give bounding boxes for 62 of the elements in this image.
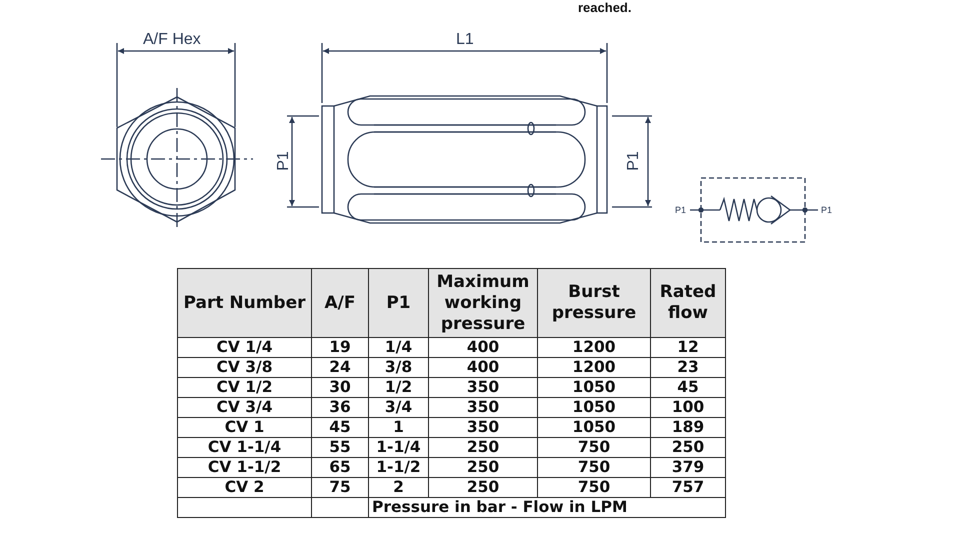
table-cell: 757 <box>650 478 726 498</box>
dimension-label: A/F Hex <box>143 32 201 48</box>
table-cell: CV 1-1/2 <box>178 458 312 478</box>
table-cell: 750 <box>538 458 650 478</box>
table-cell: 65 <box>312 458 368 478</box>
table-cell: 379 <box>650 458 726 478</box>
table-cell: 350 <box>428 398 538 418</box>
table-note-cell: Pressure in bar - Flow in LPM <box>368 498 726 518</box>
table-cell: 1200 <box>538 338 650 358</box>
table-cell: 75 <box>312 478 368 498</box>
table-cell: 45 <box>312 418 368 438</box>
table-cell: 2 <box>368 478 428 498</box>
table-cell: 250 <box>428 478 538 498</box>
table-cell: 24 <box>312 358 368 378</box>
table-cell: 250 <box>428 458 538 478</box>
table-cell: CV 1/4 <box>178 338 312 358</box>
table-cell: 750 <box>538 438 650 458</box>
table-cell: CV 3/8 <box>178 358 312 378</box>
table-cell: 350 <box>428 418 538 438</box>
table-cell: 750 <box>538 478 650 498</box>
table-cell: 250 <box>650 438 726 458</box>
table-cell: 3/8 <box>368 358 428 378</box>
note-text: reached. <box>578 1 632 14</box>
table-cell: 1200 <box>538 358 650 378</box>
table-cell: 1-1/4 <box>368 438 428 458</box>
dimension-label: L1 <box>456 32 474 48</box>
table-cell: 36 <box>312 398 368 418</box>
table-cell: 400 <box>428 338 538 358</box>
table-cell: CV 3/4 <box>178 398 312 418</box>
table-header-cell: Part Number <box>178 268 312 338</box>
table-cell: 1/4 <box>368 338 428 358</box>
table-cell: 55 <box>312 438 368 458</box>
table-cell: 45 <box>650 378 726 398</box>
table-cell: 250 <box>428 438 538 458</box>
table-cell: 23 <box>650 358 726 378</box>
table-header-cell: Rated flow <box>650 268 726 338</box>
table-cell: 1-1/2 <box>368 458 428 478</box>
table-header-cell: P1 <box>368 268 428 338</box>
dimension-label: P1 <box>626 151 642 171</box>
port-label: P1 <box>821 206 832 215</box>
table-cell: 1050 <box>538 398 650 418</box>
dimension-label: P1 <box>276 151 292 171</box>
table-cell: 19 <box>312 338 368 358</box>
table-header-cell: A/F <box>312 268 368 338</box>
table-cell: CV 1-1/4 <box>178 438 312 458</box>
table-cell: 350 <box>428 378 538 398</box>
table-cell: 3/4 <box>368 398 428 418</box>
table-cell: CV 2 <box>178 478 312 498</box>
table-cell: 1/2 <box>368 378 428 398</box>
table-cell: 12 <box>650 338 726 358</box>
table-cell: 1050 <box>538 418 650 438</box>
table-cell: CV 1/2 <box>178 378 312 398</box>
table-cell: 189 <box>650 418 726 438</box>
table-cell: 100 <box>650 398 726 418</box>
table-header-cell: Maximum working pressure <box>428 268 538 338</box>
table-cell: 30 <box>312 378 368 398</box>
port-label: P1 <box>675 206 686 215</box>
table-cell: CV 1 <box>178 418 312 438</box>
table-header-cell: Burst pressure <box>538 268 650 338</box>
table-cell: 400 <box>428 358 538 378</box>
table-cell: 1 <box>368 418 428 438</box>
table-cell: 1050 <box>538 378 650 398</box>
